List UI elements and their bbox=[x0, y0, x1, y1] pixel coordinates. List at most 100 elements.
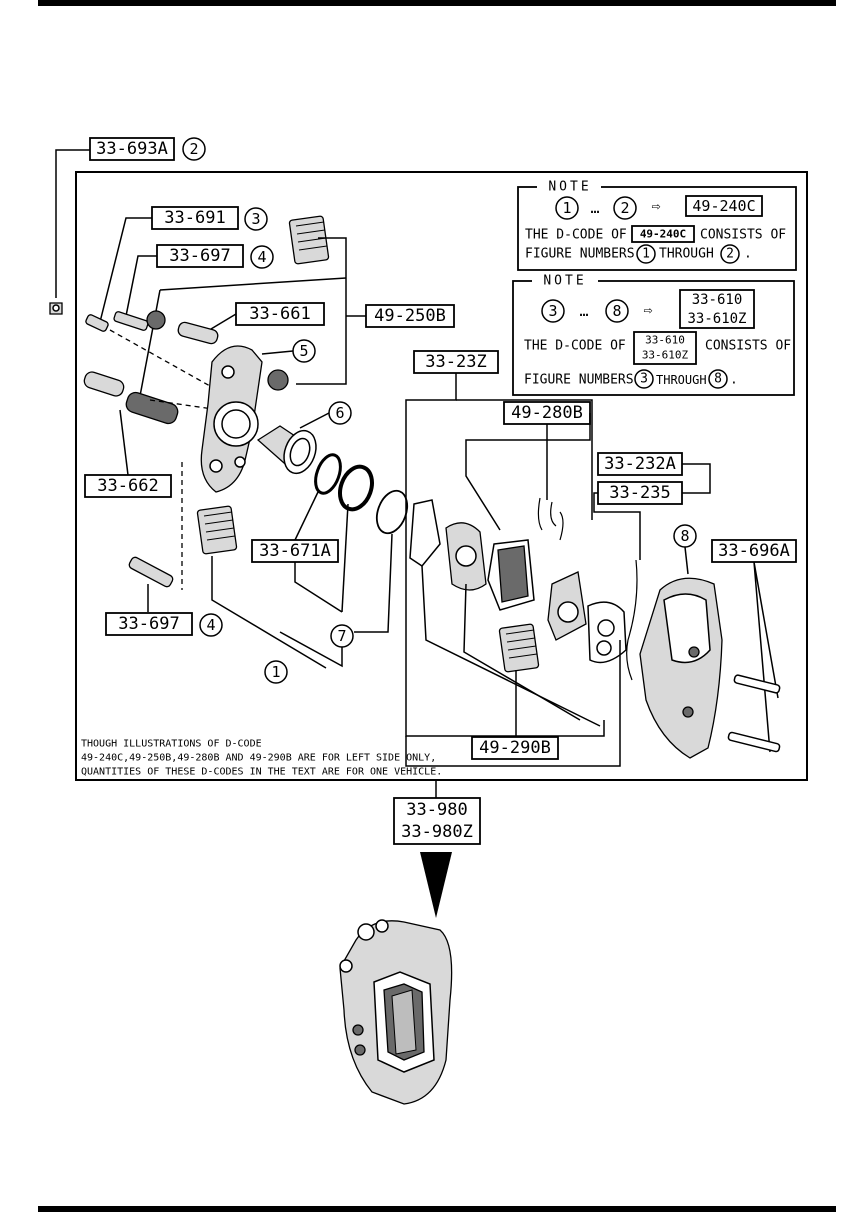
label-49-250B: 49-250B bbox=[365, 304, 455, 328]
svg-text:49-240C,49-250B,49-280B AND 49: 49-240C,49-250B,49-280B AND 49-290B ARE … bbox=[81, 753, 436, 764]
svg-text:⇨: ⇨ bbox=[643, 301, 652, 319]
svg-text:2: 2 bbox=[189, 140, 198, 158]
svg-text:33-610Z: 33-610Z bbox=[642, 349, 689, 362]
figure-5: 5 bbox=[292, 339, 316, 363]
figure-7: 7 bbox=[330, 624, 354, 648]
bottom-rule bbox=[38, 1206, 836, 1212]
svg-text:33-23Z: 33-23Z bbox=[425, 352, 486, 372]
svg-text:33-610: 33-610 bbox=[692, 292, 743, 308]
svg-text:5: 5 bbox=[299, 342, 308, 360]
note-1: NOTE 1 … 2 ⇨ 49-240C THE D-CODE OF 49-24… bbox=[517, 180, 797, 271]
figure-2-top: 2 bbox=[182, 137, 206, 161]
bottom-bolt-icon bbox=[128, 556, 174, 588]
svg-text:FIGURE NUMBERS: FIGURE NUMBERS bbox=[525, 247, 635, 262]
svg-text:33-610Z: 33-610Z bbox=[687, 311, 746, 327]
svg-text:33-696A: 33-696A bbox=[718, 541, 790, 561]
svg-text:49-290B: 49-290B bbox=[479, 738, 551, 758]
svg-text:3: 3 bbox=[640, 372, 648, 387]
grease-packet-top-icon bbox=[288, 215, 330, 265]
top-rule bbox=[38, 0, 836, 6]
svg-text:33-691: 33-691 bbox=[164, 208, 225, 228]
svg-text:33-235: 33-235 bbox=[609, 483, 670, 503]
label-33-235: 33-235 bbox=[597, 481, 683, 505]
seal-ring-icon bbox=[314, 453, 409, 535]
svg-text:NOTE: NOTE bbox=[543, 274, 586, 289]
piston-icon bbox=[256, 425, 317, 475]
svg-text:33-697: 33-697 bbox=[118, 614, 179, 634]
svg-text:49-240C: 49-240C bbox=[692, 197, 755, 215]
figure-4-bottom: 4 bbox=[199, 613, 223, 637]
svg-text:…: … bbox=[579, 302, 588, 320]
svg-text:1: 1 bbox=[562, 199, 571, 217]
svg-text:3: 3 bbox=[251, 210, 260, 228]
assembled-caliper-icon bbox=[339, 919, 453, 1105]
brake-pad-icon bbox=[409, 499, 627, 664]
svg-text:7: 7 bbox=[337, 627, 346, 645]
svg-text:.: . bbox=[730, 373, 738, 388]
svg-text:33-693A: 33-693A bbox=[96, 139, 168, 159]
down-triangle-arrow-icon bbox=[420, 852, 452, 918]
label-33-671A: 33-671A bbox=[251, 539, 339, 563]
label-33-23Z: 33-23Z bbox=[413, 350, 499, 374]
label-33-697-top: 33-697 bbox=[156, 244, 244, 268]
figure-8: 8 bbox=[673, 524, 697, 548]
label-33-697-bottom: 33-697 bbox=[105, 612, 193, 636]
label-33-980: 33-980 33-980Z bbox=[393, 797, 481, 845]
housing-bolts-icon bbox=[727, 674, 781, 753]
svg-text:49-240C: 49-240C bbox=[640, 228, 686, 241]
bolt-icon bbox=[83, 310, 289, 425]
svg-text:1: 1 bbox=[642, 247, 650, 262]
svg-text:…: … bbox=[590, 199, 599, 217]
svg-text:2: 2 bbox=[620, 199, 629, 217]
svg-text:33-662: 33-662 bbox=[97, 476, 158, 496]
svg-text:FIGURE NUMBERS: FIGURE NUMBERS bbox=[524, 373, 634, 388]
svg-text:33-697: 33-697 bbox=[169, 246, 230, 266]
label-49-280B: 49-280B bbox=[503, 401, 591, 425]
label-49-290B: 49-290B bbox=[471, 736, 559, 760]
svg-text:NOTE: NOTE bbox=[548, 180, 591, 195]
note-2: NOTE 3 … 8 ⇨ 33-610 33-610Z THE D-CODE O… bbox=[512, 274, 795, 396]
svg-text:33-671A: 33-671A bbox=[259, 541, 331, 561]
svg-text:.: . bbox=[744, 247, 752, 262]
svg-text:4: 4 bbox=[206, 616, 215, 634]
label-33-693A: 33-693A bbox=[89, 137, 175, 161]
svg-text:33-232A: 33-232A bbox=[604, 454, 676, 474]
svg-text:THROUGH: THROUGH bbox=[656, 373, 707, 387]
caliper-housing-icon bbox=[639, 577, 723, 759]
svg-text:1: 1 bbox=[271, 663, 280, 681]
svg-text:THROUGH: THROUGH bbox=[659, 247, 714, 262]
svg-text:THOUGH ILLUSTRATIONS OF D-CODE: THOUGH ILLUSTRATIONS OF D-CODE bbox=[81, 739, 262, 750]
svg-text:CONSISTS OF: CONSISTS OF bbox=[705, 339, 791, 354]
grease-packet-pad-icon bbox=[498, 623, 540, 673]
figure-6: 6 bbox=[328, 401, 352, 425]
svg-text:49-250B: 49-250B bbox=[374, 306, 446, 326]
svg-text:33-661: 33-661 bbox=[249, 304, 310, 324]
svg-text:8: 8 bbox=[612, 302, 621, 320]
svg-text:33-980: 33-980 bbox=[406, 800, 467, 820]
svg-text:⇨: ⇨ bbox=[651, 197, 660, 215]
svg-text:4: 4 bbox=[257, 248, 266, 266]
svg-text:8: 8 bbox=[714, 372, 722, 387]
svg-text:3: 3 bbox=[548, 302, 557, 320]
figure-3: 3 bbox=[244, 207, 268, 231]
svg-text:THE D-CODE OF: THE D-CODE OF bbox=[525, 228, 627, 243]
main-frame bbox=[75, 171, 808, 781]
label-33-696A: 33-696A bbox=[711, 539, 797, 563]
svg-text:THE D-CODE OF: THE D-CODE OF bbox=[524, 339, 626, 354]
svg-text:6: 6 bbox=[335, 404, 344, 422]
svg-text:33-610: 33-610 bbox=[645, 334, 685, 347]
nut-part bbox=[49, 149, 90, 315]
svg-text:CONSISTS OF: CONSISTS OF bbox=[700, 228, 786, 243]
grease-packet-bottom-icon bbox=[196, 505, 238, 555]
label-33-661: 33-661 bbox=[235, 302, 325, 326]
svg-text:QUANTITIES OF THESE D-CODES IN: QUANTITIES OF THESE D-CODES IN THE TEXT … bbox=[81, 767, 442, 778]
svg-text:8: 8 bbox=[680, 527, 689, 545]
figure-1: 1 bbox=[264, 660, 288, 684]
svg-text:49-280B: 49-280B bbox=[511, 403, 583, 423]
caliper-icon bbox=[200, 345, 263, 493]
svg-text:33-980Z: 33-980Z bbox=[401, 822, 473, 842]
figure-4-top: 4 bbox=[250, 245, 274, 269]
label-33-232A: 33-232A bbox=[597, 452, 683, 476]
svg-text:2: 2 bbox=[726, 247, 734, 262]
